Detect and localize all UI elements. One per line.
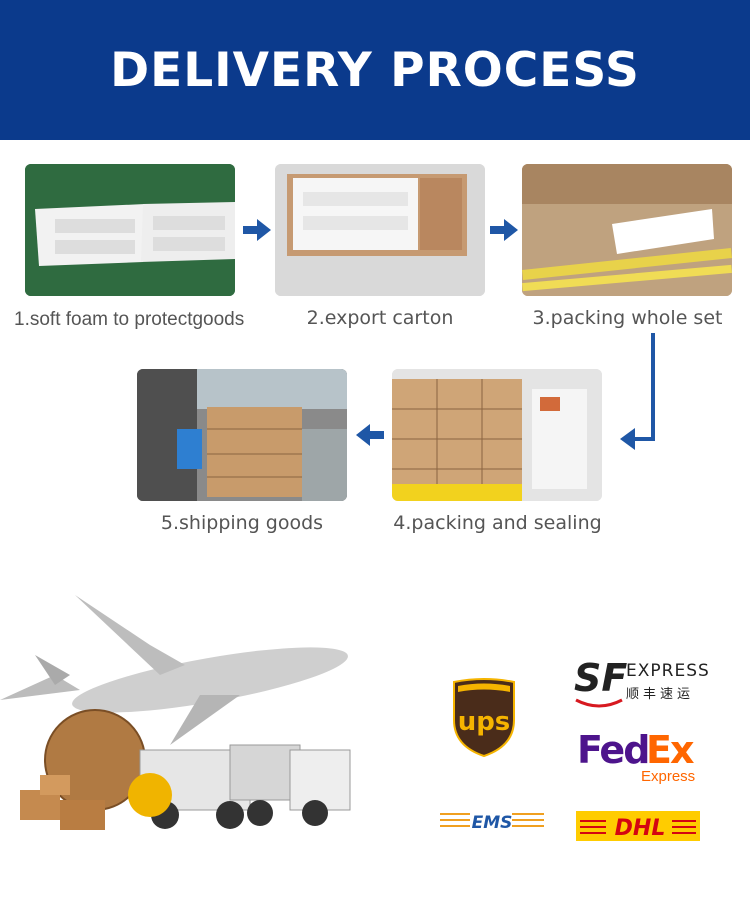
page-title: DELIVERY PROCESS	[110, 42, 640, 98]
fedex-logo: Fed Ex Express	[577, 728, 707, 788]
sf-express-logo: SF EXPRESS 顺丰速运	[574, 656, 709, 708]
right-arrow-icon	[490, 219, 518, 241]
right-arrow-icon	[243, 219, 271, 241]
left-arrow-icon	[356, 424, 384, 446]
shipping-image	[137, 369, 347, 501]
ups-shield-icon: ups	[453, 678, 515, 758]
dhl-logo: DHL	[576, 811, 700, 841]
sf-mark: SF	[574, 656, 628, 700]
step-3-caption: 3.packing whole set	[532, 307, 723, 329]
fedex-fed: Fed	[577, 728, 650, 772]
foam-image	[25, 164, 235, 296]
dhl-text: DHL	[615, 816, 666, 841]
foam-photo	[25, 164, 235, 296]
ups-text: ups	[458, 707, 511, 737]
ems-text: EMS	[472, 813, 513, 833]
step-5-caption: 5.shipping goods	[160, 512, 324, 534]
elbow-arrow-icon	[620, 333, 655, 450]
sealing-image	[392, 369, 602, 501]
whole-set-image	[522, 164, 732, 296]
sf-express-text: EXPRESS	[626, 661, 710, 681]
fedex-express: Express	[641, 768, 696, 785]
sealing-photo	[392, 369, 602, 501]
step-1-caption: 1.soft foam to protectgoods	[14, 309, 245, 330]
header-banner: DELIVERY PROCESS	[0, 0, 750, 140]
sf-chinese-text: 顺丰速运	[626, 687, 695, 702]
step-2-caption: 2.export carton	[306, 307, 454, 329]
fedex-ex: Ex	[646, 728, 694, 772]
logistics-illustration	[0, 595, 351, 830]
carton-photo	[275, 164, 485, 296]
shipping-photo	[137, 369, 347, 501]
step-4-caption: 4.packing and sealing	[393, 512, 602, 534]
sf-swoosh-icon	[575, 698, 623, 708]
whole-set-photo	[522, 164, 732, 296]
carton-image	[275, 164, 485, 296]
ems-logo: EMS	[440, 813, 544, 833]
